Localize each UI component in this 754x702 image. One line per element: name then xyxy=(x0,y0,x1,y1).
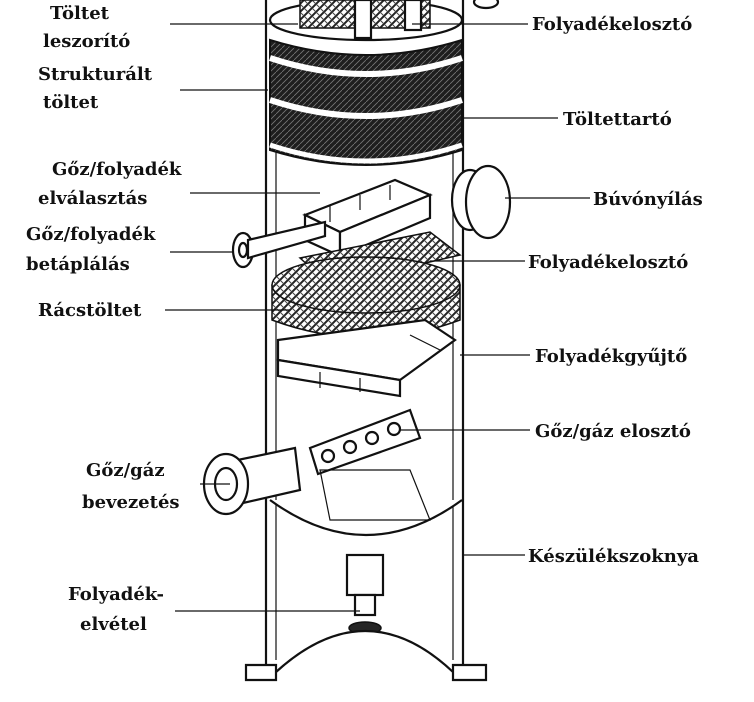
label-feed-2: betáplálás xyxy=(26,254,130,275)
label-packing-support: Töltettartó xyxy=(563,109,672,130)
liquid-collector xyxy=(276,318,457,398)
label-liquid-distributor-mid: Folyadékelosztó xyxy=(528,252,688,273)
label-liquid-outlet-1: Folyadék- xyxy=(68,584,164,605)
label-gas-distributor: Gőz/gáz elosztó xyxy=(535,421,691,442)
left-labels: Töltet leszorító Strukturált töltet Gőz/… xyxy=(26,3,182,635)
manhole xyxy=(450,164,512,240)
right-labels: Folyadékelosztó Töltettartó Búvónyílás F… xyxy=(528,14,703,567)
grid-packing xyxy=(271,256,461,339)
label-feed-1: Gőz/folyadék xyxy=(26,224,156,245)
vessel-skirt xyxy=(244,630,488,682)
top-distributor xyxy=(268,0,500,42)
label-structured-packing-1: Strukturált xyxy=(38,64,153,85)
feed-pipe xyxy=(231,220,327,269)
label-manhole: Búvónyílás xyxy=(593,189,703,210)
label-vessel-skirt: Készülékszoknya xyxy=(528,546,699,567)
leader-lines xyxy=(165,23,590,612)
label-gas-inlet-1: Gőz/gáz xyxy=(86,460,165,481)
label-gas-inlet-2: bevezetés xyxy=(82,492,180,513)
label-separation-1: Gőz/folyadék xyxy=(52,159,182,180)
bottom-head xyxy=(269,469,463,635)
label-packing-holddown-1: Töltet xyxy=(50,3,110,24)
label-separation-2: elválasztás xyxy=(38,188,147,209)
label-structured-packing-2: töltet xyxy=(43,92,99,113)
separation-trough xyxy=(302,178,433,258)
label-grid-packing: Rácstöltet xyxy=(38,300,142,321)
label-liquid-collector: Folyadékgyűjtő xyxy=(535,346,687,367)
gas-distributor xyxy=(308,408,422,476)
label-liquid-distributor-top: Folyadékelosztó xyxy=(532,14,692,35)
label-packing-holddown-2: leszorító xyxy=(43,31,130,52)
structured-packing xyxy=(269,38,463,166)
label-liquid-outlet-2: elvétel xyxy=(80,614,147,635)
